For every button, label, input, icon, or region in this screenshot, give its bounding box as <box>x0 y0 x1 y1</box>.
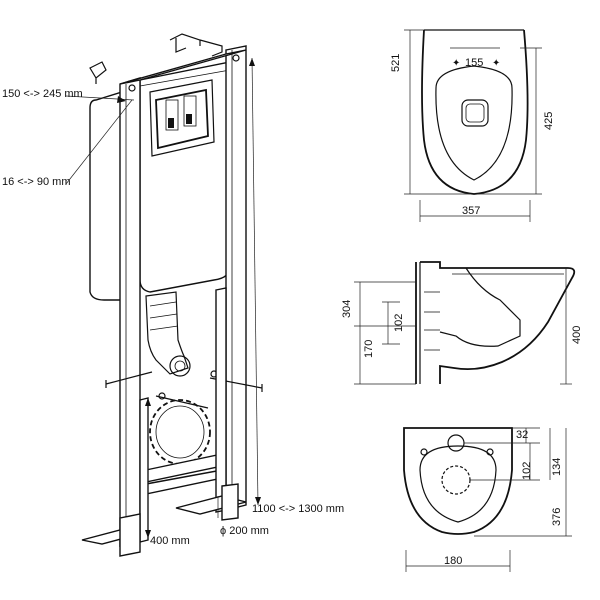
bolt-2 <box>232 54 240 62</box>
pipe-ribs <box>149 301 179 331</box>
waste-coil <box>149 399 211 465</box>
lever-right <box>186 114 192 124</box>
leg-left <box>119 513 141 557</box>
inner-upright-left <box>139 397 149 543</box>
flush-pipe <box>145 291 189 375</box>
bowl-rim <box>435 65 513 181</box>
bracket-lines <box>424 291 440 351</box>
bowl-drain-inner <box>465 103 485 123</box>
label-d-inner: 102 <box>521 462 533 480</box>
fix-point-right: ✦ <box>492 58 500 69</box>
label-width: 180 <box>444 555 462 567</box>
bowl-side-outline <box>420 261 576 384</box>
tank-body <box>139 61 233 293</box>
tank-left-side <box>89 91 123 301</box>
dim-depth-arrow <box>117 96 126 103</box>
dim-wall-line <box>65 99 133 185</box>
bowl-side-view: 304 170 102 400 <box>341 261 583 385</box>
label-d-total: 376 <box>551 508 563 526</box>
label-depth-overall: 521 <box>390 54 402 72</box>
flush-button-right <box>183 95 197 127</box>
flush-plate-inner <box>155 88 209 150</box>
bowl-outline-top <box>421 29 529 195</box>
rod-left <box>105 371 153 388</box>
label-h-lower: 170 <box>363 340 375 358</box>
outlet-connector-inner <box>174 360 186 372</box>
flush-plate <box>149 79 215 157</box>
bolt-1 <box>128 84 136 92</box>
rod-nut-2 <box>158 392 166 400</box>
top-bracket-right <box>199 39 223 57</box>
fix-hole-left <box>420 448 428 456</box>
top-crossbar <box>119 49 247 85</box>
inner-upright-right <box>215 287 227 513</box>
label-d-top: 32 <box>516 429 528 441</box>
label-fixing-spacing: 155 <box>465 57 483 69</box>
label-wall-distance: 16 <-> 90 mm <box>2 176 70 188</box>
outlet-connector <box>169 355 191 377</box>
fix-hole-right <box>486 448 494 456</box>
frame-upright-left <box>119 77 141 547</box>
label-d-mid: 134 <box>551 458 563 476</box>
bowl-top-view: ✦ ✦ 155 521 425 357 <box>390 29 555 222</box>
leg-right <box>221 483 239 521</box>
wall-bracket <box>89 61 107 84</box>
top-bracket-left <box>169 33 201 53</box>
label-h-upper: 304 <box>341 300 353 318</box>
lever-left <box>168 118 174 128</box>
bowl-side-trap <box>439 267 521 347</box>
frame-upright-right <box>225 45 247 511</box>
installation-frame: 150 <-> 245 mm 16 <-> 90 mm 1100 <-> 130… <box>2 33 344 557</box>
label-depth-bowl: 425 <box>543 112 555 130</box>
label-width-overall: 357 <box>462 205 480 217</box>
outlet-hole <box>441 465 471 495</box>
waste-coil-inner <box>155 405 205 459</box>
tank-edge <box>139 69 231 87</box>
flush-button-left <box>165 99 179 131</box>
bowl-bottom-outline <box>403 427 513 535</box>
label-height-adjust: 1100 <-> 1300 mm <box>252 503 344 515</box>
label-height-total: 400 <box>571 326 583 344</box>
bowl-bottom-view: 32 134 102 376 180 <box>403 427 572 572</box>
bowl-bottom-inner <box>419 445 497 523</box>
inlet-hole <box>447 434 465 452</box>
bowl-drain <box>461 99 489 127</box>
label-h-mid: 102 <box>393 314 405 332</box>
label-depth-adjust: 150 <-> 245 mm <box>2 88 83 100</box>
dim-height-line <box>251 57 259 506</box>
fix-point-left: ✦ <box>452 58 460 69</box>
label-outlet-height: 400 mm <box>150 535 190 547</box>
label-outlet-diameter: ϕ 200 mm <box>220 525 269 537</box>
